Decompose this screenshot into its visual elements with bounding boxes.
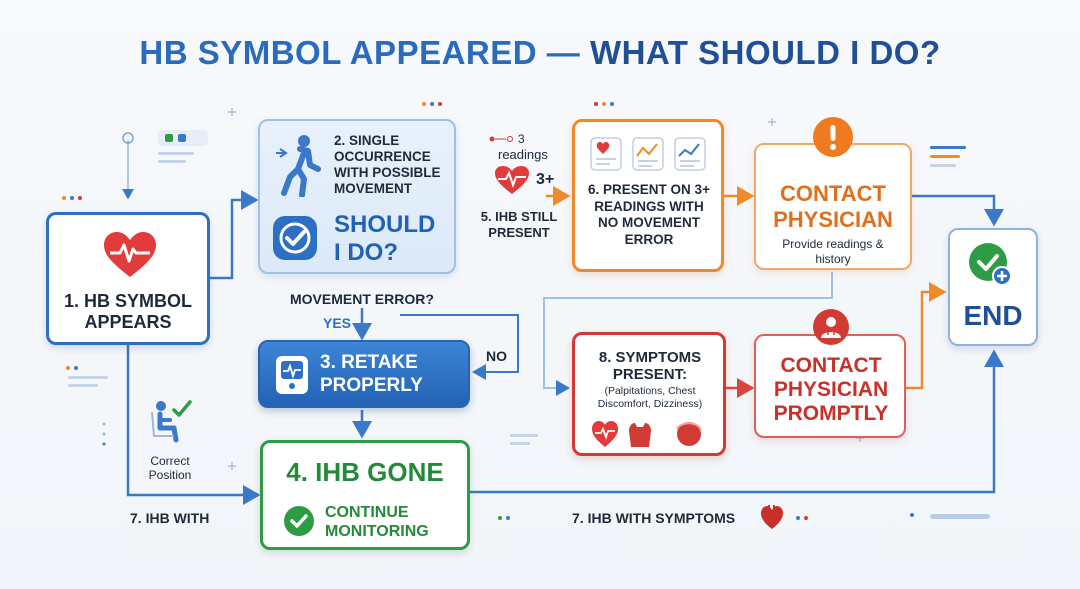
heart-small-icon	[761, 505, 783, 529]
head-icon	[677, 422, 701, 446]
walking-person-icon	[276, 135, 321, 197]
step-4-sub: CONTINUE MONITORING	[325, 504, 429, 540]
check-circle-icon	[273, 216, 317, 260]
bp-monitor-icon	[276, 356, 308, 394]
alert-icon	[813, 117, 853, 157]
step-2-label: 2. SINGLE OCCURRENCE WITH POSSIBLE MOVEM…	[334, 133, 441, 196]
movement-error-label: MOVEMENT ERROR?	[290, 291, 434, 307]
arrow-1-to-4	[126, 345, 261, 505]
contact-prompt-box: CONTACT PHYSICIAN PROMPTLY	[754, 334, 906, 438]
step-2-box: 2. SINGLE OCCURRENCE WITH POSSIBLE MOVEM…	[258, 119, 456, 274]
contact-prompt-title: CONTACT PHYSICIAN PROMPTLY	[773, 354, 889, 425]
arrow-contact-to-end	[912, 194, 1004, 227]
title-part2: WHAT SHOULD I DO?	[589, 34, 941, 71]
page-title: HB SYMBOL APPEARED — WHAT SHOULD I DO?	[0, 34, 1080, 72]
title-dash: —	[537, 34, 590, 71]
contact-physician-title: CONTACT PHYSICIAN	[773, 181, 893, 232]
step-4-label: 4. IHB GONE	[286, 457, 444, 487]
step-2-question: SHOULD I DO?	[334, 211, 436, 266]
end-check-icon	[969, 243, 1012, 286]
readings-label: readings	[498, 147, 548, 162]
step-8-sub: (Palpitations, Chest Discomfort, Dizzine…	[597, 385, 703, 410]
chart-card-icon	[590, 137, 706, 171]
step-3-label: 3. RETAKE PROPERLY	[320, 352, 423, 396]
arrow-4-to-end	[470, 349, 1004, 494]
three-plus-label: 3+	[536, 171, 555, 188]
continue-check-icon	[284, 506, 314, 536]
contact-physician-box: CONTACT PHYSICIAN Provide readings & his…	[754, 143, 912, 270]
end-label: END	[963, 300, 1023, 331]
arrow-contact2-to-end	[906, 282, 947, 390]
heart-pulse-icon	[104, 232, 156, 277]
step-7a-label: 7. IHB WITH	[130, 510, 210, 526]
contact-physician-sub: Provide readings & history	[782, 237, 884, 266]
arrow-1-to-2	[210, 190, 259, 280]
title-part1: HB SYMBOL APPEARED	[139, 34, 538, 71]
step-1-label: 1. HB SYMBOL APPEARS	[63, 291, 192, 332]
step-8-label: 8. SYMPTOMS PRESENT:	[598, 349, 702, 383]
step-8-box: 8. SYMPTOMS PRESENT: (Palpitations, Ches…	[572, 332, 726, 456]
symptom-icons	[592, 421, 702, 447]
doctor-icon	[813, 309, 849, 345]
step-5-label: 5. IHB STILL PRESENT	[480, 209, 558, 240]
chest-icon	[629, 423, 651, 447]
dots-icon	[489, 136, 513, 142]
seated-person-icon	[151, 400, 192, 443]
yes-label: YES	[323, 315, 352, 331]
step-6-box: 6. PRESENT ON 3+ READINGS WITH NO MOVEME…	[572, 119, 724, 272]
step-4-box: 4. IHB GONE CONTINUE MONITORING	[260, 440, 470, 550]
arrow-contact-to-8	[543, 272, 833, 396]
correct-position-label: Correct Position	[148, 454, 192, 482]
readings-count: 3	[518, 132, 525, 146]
no-label: NO	[486, 348, 507, 364]
heart-rate-icon	[495, 166, 529, 194]
step-3-box: 3. RETAKE PROPERLY	[258, 340, 470, 408]
step-1-box: 1. HB SYMBOL APPEARS	[46, 212, 210, 345]
step-7b-label: 7. IHB WITH SYMPTOMS	[572, 510, 736, 526]
arrow-no-to-3	[400, 314, 519, 380]
step-6-label: 6. PRESENT ON 3+ READINGS WITH NO MOVEME…	[588, 182, 710, 247]
